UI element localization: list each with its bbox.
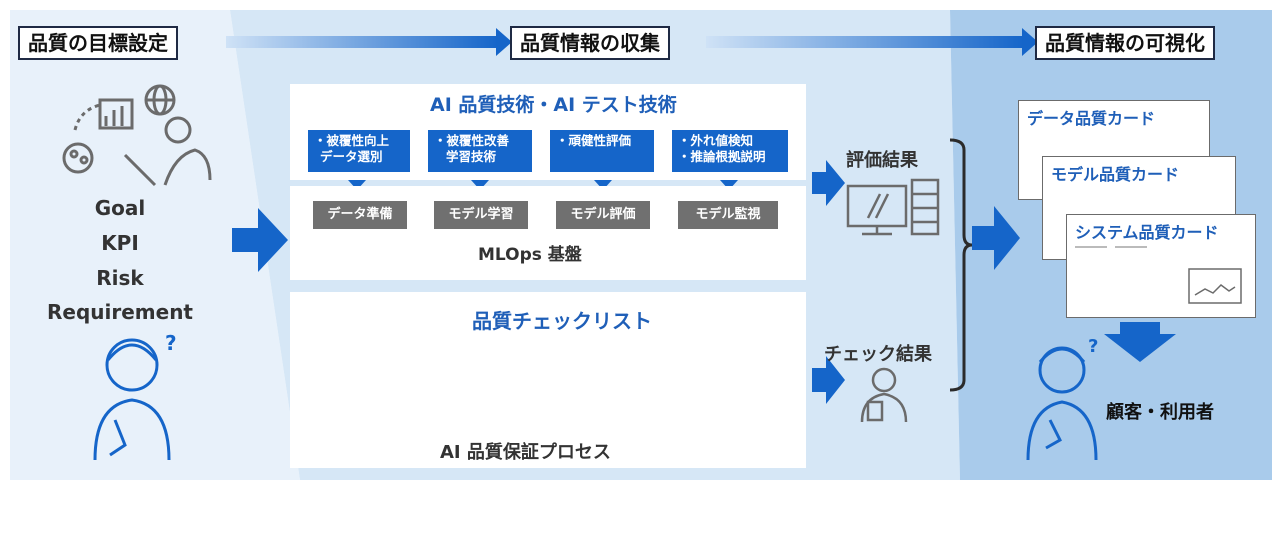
goal-label-kpi: KPI	[101, 231, 139, 255]
arrow-to-customer	[1104, 322, 1176, 362]
tech-box-coverage: ・被覆性向上 データ選別	[308, 130, 410, 172]
system-quality-card: システム品質カード	[1066, 214, 1256, 318]
tech-box-outlier-line2: ・推論根拠説明	[678, 149, 766, 164]
mlops-step-model-training: モデル学習	[434, 201, 528, 229]
check-result-label: チェック結果	[824, 344, 932, 365]
process-step-system-ops: AI システム 運用	[666, 376, 774, 420]
tech-box-coverage-improve: ・被覆性改善 学習技術	[428, 130, 532, 172]
process-step-business-line1: AI ビジネス	[339, 377, 411, 392]
svg-text:?: ?	[1088, 336, 1098, 357]
customer-label: 顧客・利用者	[1106, 402, 1214, 423]
header-arrow-2	[706, 28, 1038, 56]
tech-box-coverage-improve-line1: ・被覆性改善	[434, 133, 510, 148]
tech-box-coverage-line2: データ選別	[320, 149, 383, 164]
arrow-to-check	[812, 356, 845, 404]
left-flow-arrow	[232, 208, 288, 272]
process-step-system-dev: AI システム 開発	[552, 376, 660, 420]
process-step-system-ops-line1: AI システム	[684, 377, 756, 392]
mlops-step-model-eval: モデル評価	[556, 201, 650, 229]
mlops-step-data-prep: データ準備	[313, 201, 407, 229]
process-step-business: AI ビジネス 検討	[320, 376, 430, 420]
header-step-visualization: 品質情報の可視化	[1035, 26, 1215, 60]
arrow-to-eval	[812, 160, 845, 206]
header-step-goal-setting: 品質の目標設定	[18, 26, 178, 60]
goal-label-goal: Goal	[94, 196, 146, 220]
data-quality-card-title: データ品質カード	[1027, 109, 1156, 128]
tech-box-coverage-line1: ・被覆性向上	[314, 133, 390, 148]
model-quality-card-title: モデル品質カード	[1051, 165, 1180, 184]
tech-box-robustness: ・頑健性評価	[550, 130, 654, 172]
ai-tech-title: AI 品質技術・AI テスト技術	[430, 94, 677, 116]
tech-box-coverage-improve-line2: 学習技術	[446, 149, 497, 164]
process-step-system-dev-line1: AI システム	[570, 377, 642, 392]
header-step-collection: 品質情報の収集	[510, 26, 670, 60]
thinking-person-icon: ?	[1026, 336, 1098, 461]
chart-icon	[1075, 246, 1242, 304]
eval-result-label: 評価結果	[846, 150, 918, 171]
analysis-person-icon	[62, 84, 212, 187]
process-step-model-dev-line2: 開発	[478, 394, 505, 409]
mlops-step-model-monitor: モデル監視	[678, 201, 778, 229]
right-flow-arrow	[972, 206, 1020, 270]
qa-process-label: AI 品質保証プロセス	[440, 442, 611, 463]
system-quality-card-title: システム品質カード	[1075, 223, 1219, 242]
process-step-system-ops-line2: 運用	[706, 394, 733, 409]
process-step-model-dev-line1: AI モデル	[462, 377, 522, 392]
worried-person-icon: ?	[93, 331, 177, 461]
tech-box-outlier: ・外れ値検知 ・推論根拠説明	[672, 130, 788, 172]
checklist-title: 品質チェックリスト	[472, 309, 652, 333]
process-step-system-dev-line2: 開発	[592, 394, 619, 409]
checklist-panel	[290, 292, 806, 468]
process-step-model-dev: AI モデル 開発	[440, 376, 544, 420]
goal-label-requirement: Requirement	[46, 300, 193, 324]
svg-text:?: ?	[165, 331, 177, 355]
header-arrow-1	[226, 28, 512, 56]
goal-label-risk: Risk	[96, 266, 144, 290]
background-left-band	[10, 10, 300, 480]
mlops-label: MLOps 基盤	[478, 245, 582, 265]
monitor-server-icon	[846, 178, 940, 236]
process-step-business-line2: 検討	[361, 394, 388, 409]
tech-box-robustness-line1: ・頑健性評価	[556, 133, 632, 148]
inspector-person-icon	[860, 367, 908, 423]
tech-box-outlier-line1: ・外れ値検知	[678, 133, 754, 148]
